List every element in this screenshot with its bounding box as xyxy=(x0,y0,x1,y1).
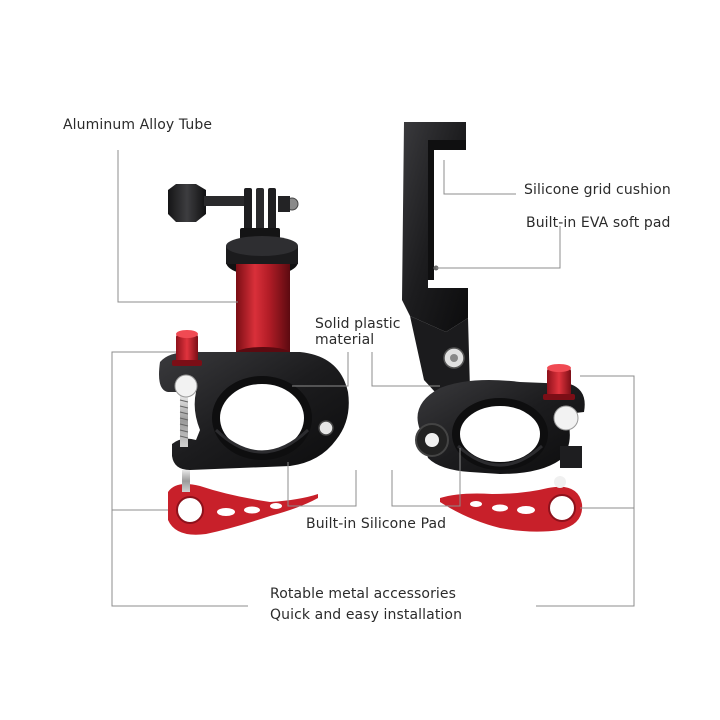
label-solid-plastic-line1: Solid plastic xyxy=(315,316,401,332)
label-rotable-accessories: Rotable metal accessories xyxy=(270,586,457,602)
label-aluminum-tube: Aluminum Alloy Tube xyxy=(63,117,213,133)
right-mount xyxy=(402,122,585,532)
right-red-knob xyxy=(543,364,575,400)
gopro-fingers xyxy=(240,188,290,242)
label-silicone-pad: Built-in Silicone Pad xyxy=(306,516,447,532)
label-quick-installation: Quick and easy installation xyxy=(270,607,463,623)
left-mount xyxy=(159,184,349,535)
label-silicone-grid-cushion: Silicone grid cushion xyxy=(524,182,671,198)
aluminum-tube xyxy=(236,264,290,354)
label-solid-plastic-line2: material xyxy=(315,332,375,348)
phone-bracket xyxy=(402,122,468,332)
leader-lines xyxy=(111,150,635,607)
left-clamp-body xyxy=(159,351,349,470)
right-clamp-body xyxy=(415,380,585,474)
label-eva-soft-pad: Built-in EVA soft pad xyxy=(526,215,671,231)
red-adjust-knob xyxy=(172,330,202,366)
right-quick-release-lever xyxy=(440,476,583,532)
left-quick-release-lever xyxy=(168,470,318,535)
